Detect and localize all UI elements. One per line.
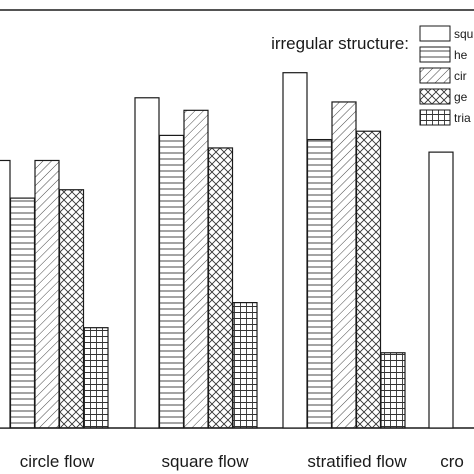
- bar-he-stratified-flow: [306, 138, 333, 429]
- x-tick-label: circle flow: [20, 452, 95, 471]
- bar-tria-stratified-flow: [380, 352, 406, 429]
- bar-tria-square-flow: [232, 302, 258, 429]
- legend-swatch: [419, 25, 451, 42]
- legend-label: tria: [454, 111, 471, 125]
- bar-ge-square-flow: [207, 147, 234, 429]
- bar-ge-stratified-flow: [355, 130, 382, 429]
- legend-swatch: [419, 46, 451, 63]
- bar-he-circle-flow: [9, 197, 36, 429]
- legend-label: cir: [454, 69, 467, 83]
- legend-label: squ: [454, 27, 473, 41]
- legend-title: irregular structure:: [271, 34, 409, 53]
- legend-swatch: [419, 109, 451, 126]
- bar-squ-stratified-flow: [282, 72, 308, 429]
- bar-he-square-flow: [158, 134, 185, 429]
- legend-label: ge: [454, 90, 468, 104]
- x-tick-labels: circle flow square flow stratified flow cro: [20, 452, 464, 471]
- bar-squ-cro: [428, 151, 454, 429]
- legend: irregular structure: squ he cir ge tria: [271, 25, 473, 126]
- x-tick-label: cro: [440, 452, 464, 471]
- x-tick-label: square flow: [162, 452, 250, 471]
- bar-tria-circle-flow: [83, 327, 109, 429]
- legend-swatch: [419, 88, 451, 105]
- legend-label: he: [454, 48, 468, 62]
- bar-squ-circle-flow: [0, 159, 11, 429]
- bar-cir-square-flow: [183, 109, 209, 429]
- bar-cir-stratified-flow: [331, 101, 357, 429]
- legend-swatch: [419, 67, 451, 84]
- bar-cir-circle-flow: [34, 159, 60, 429]
- bars-group: [0, 72, 454, 429]
- bar-ge-circle-flow: [58, 189, 85, 429]
- bar-squ-square-flow: [134, 97, 160, 429]
- x-tick-label: stratified flow: [307, 452, 407, 471]
